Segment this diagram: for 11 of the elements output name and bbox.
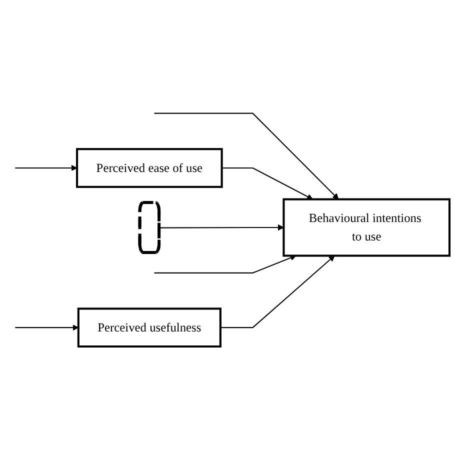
arrow: [15, 324, 79, 331]
process-box: Perceived usefulness: [77, 308, 222, 348]
arrow: [220, 255, 335, 328]
arrow: [15, 164, 78, 172]
process-box: Behavioural intentions to use: [282, 198, 451, 257]
arrow: [154, 112, 339, 200]
arrow: [154, 254, 296, 274]
arrow: [222, 167, 313, 200]
arrow: [159, 224, 284, 231]
dashed-box: [138, 200, 161, 254]
process-box: Perceived ease of use: [76, 148, 223, 188]
